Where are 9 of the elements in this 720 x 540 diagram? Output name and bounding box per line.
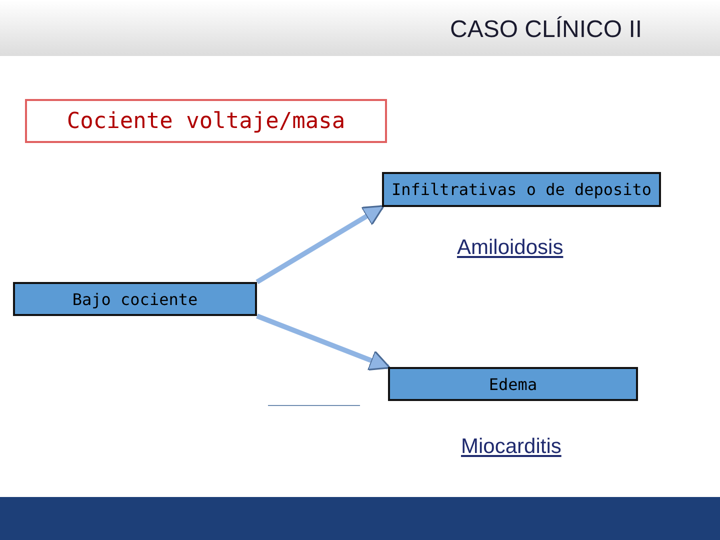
diagnosis-text: Amiloidosis: [457, 236, 564, 260]
diagnosis-text: Miocarditis: [461, 435, 562, 459]
category-box: Bajo cociente: [13, 282, 257, 316]
arrow: [256, 314, 391, 371]
arrow: [256, 204, 385, 284]
slide-title: CASO CLÍNICO II: [450, 16, 642, 44]
category-box: Infiltrativas o de deposito: [382, 172, 661, 207]
heading-box: Cociente voltaje/masa: [25, 99, 387, 143]
category-box: Edema: [388, 367, 638, 401]
